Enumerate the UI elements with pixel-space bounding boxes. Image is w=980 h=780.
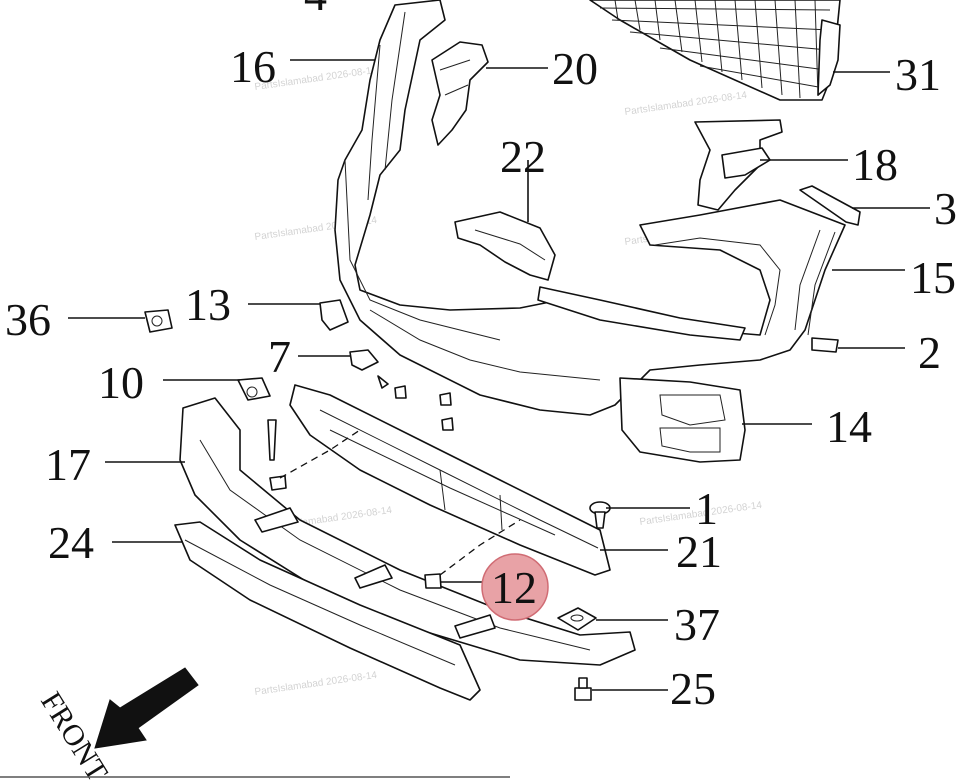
plug-7 [349, 349, 379, 371]
bracket-3 [799, 185, 861, 226]
small-parts [144, 299, 454, 589]
callout-10: 10 [98, 357, 144, 408]
clip-2 [811, 337, 839, 353]
radiator-grille [589, 0, 841, 101]
callout-16: 16 [230, 41, 276, 92]
callout-3: 3 [934, 183, 957, 234]
nut-37 [557, 607, 597, 631]
fog-lamp-bezel [619, 377, 746, 463]
callout-18: 18 [852, 139, 898, 190]
bracket-18 [694, 119, 783, 211]
callouts: 4 16 20 31 22 18 3 15 36 13 2 7 10 14 17… [5, 0, 957, 714]
callout-7: 7 [268, 331, 291, 382]
highlight-circle [481, 553, 549, 621]
sensor-10 [237, 377, 271, 401]
callout-4: 4 [304, 0, 327, 20]
callout-20: 20 [552, 43, 598, 94]
watermark: PartsIslamabad 2026-08-14 [254, 670, 378, 698]
callout-2: 2 [918, 327, 941, 378]
lower-grille-21 [289, 384, 611, 576]
bolt-25 [574, 677, 592, 701]
callout-36: 36 [5, 294, 51, 345]
callout-13: 13 [185, 279, 231, 330]
callout-14: 14 [826, 401, 872, 452]
front-direction-arrow: FRONT [34, 667, 199, 780]
lower-bumper-17 [179, 397, 636, 666]
leader-lines [68, 59, 930, 691]
callout-15: 15 [910, 252, 956, 303]
bracket-22 [454, 211, 556, 281]
callout-12: 12 [491, 562, 537, 613]
skid-plate-24 [174, 521, 481, 701]
front-bumper-cover [334, 0, 846, 416]
fasteners [557, 501, 611, 701]
callout-37: 37 [674, 599, 720, 650]
clip-36 [144, 309, 173, 333]
cover-13 [319, 299, 349, 331]
callout-12-highlight: 12 [481, 553, 549, 621]
callout-1: 1 [695, 483, 718, 534]
watermark: PartsIslamabad 2026-08-14 [624, 90, 748, 118]
callout-22: 22 [500, 131, 546, 182]
callout-24: 24 [48, 517, 94, 568]
callout-31: 31 [895, 49, 941, 100]
callout-21: 21 [676, 526, 722, 577]
alignment-lines [279, 429, 521, 576]
callout-25: 25 [670, 663, 716, 714]
screw-1 [589, 501, 611, 529]
callout-17: 17 [45, 439, 91, 490]
bracket-20 [431, 41, 489, 146]
